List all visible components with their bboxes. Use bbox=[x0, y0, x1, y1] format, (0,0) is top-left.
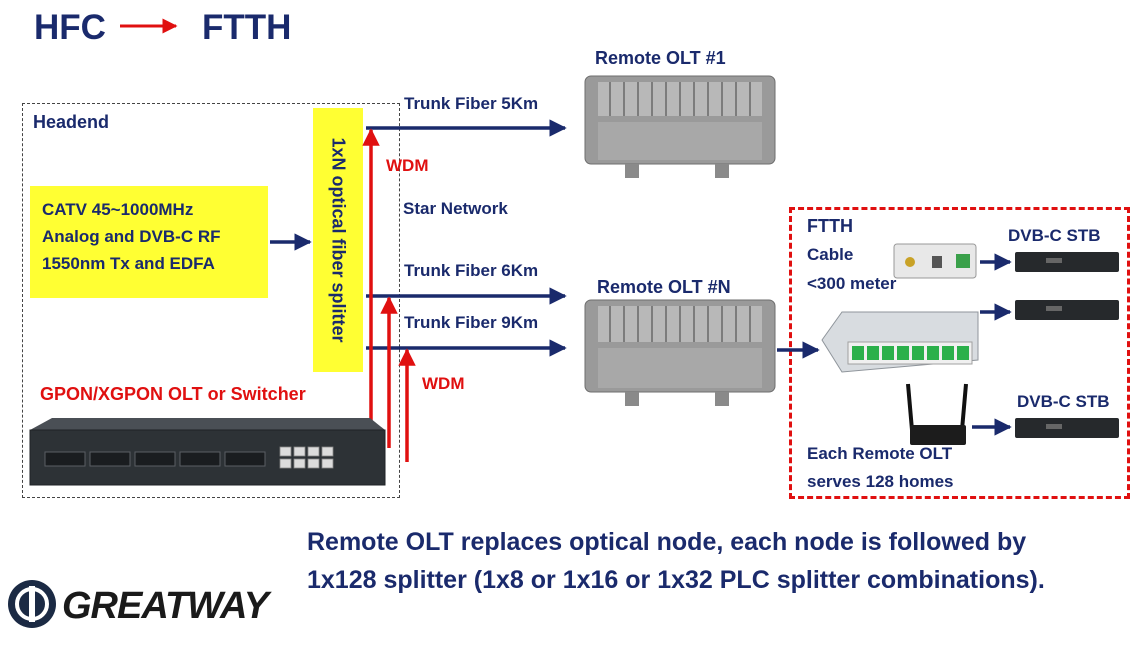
optical-splitter-box bbox=[313, 108, 363, 372]
stb-device-2-image bbox=[1015, 300, 1119, 320]
title-hfc: HFC bbox=[34, 8, 106, 47]
greatway-logo-text: GREATWAY bbox=[62, 585, 269, 627]
router-image bbox=[906, 383, 968, 445]
stb-device-1-image bbox=[1015, 252, 1119, 272]
star-network-label: Star Network bbox=[403, 199, 508, 218]
trunk-2-label: Trunk Fiber 6Km bbox=[404, 261, 539, 280]
wdm-top-label: WDM bbox=[386, 156, 429, 175]
gpon-olt-device-image bbox=[29, 418, 386, 486]
footer-line-1: Remote OLT replaces optical node, each n… bbox=[307, 528, 1027, 556]
media-converter-image bbox=[893, 243, 977, 279]
ftth-note-line-1: Each Remote OLT bbox=[807, 444, 953, 463]
catv-line-2: Analog and DVB-C RF bbox=[42, 227, 221, 246]
catv-source-box: CATV 45~1000MHz Analog and DVB-C RF 1550… bbox=[30, 186, 268, 298]
remote-olt-n-image bbox=[584, 299, 776, 406]
stb-top-label: DVB-C STB bbox=[1008, 226, 1101, 245]
olt-label: GPON/XGPON OLT or Switcher bbox=[40, 384, 306, 404]
trunk-3-label: Trunk Fiber 9Km bbox=[404, 313, 539, 332]
wdm-bottom-label: WDM bbox=[422, 374, 465, 393]
title-ftth: FTTH bbox=[202, 8, 292, 47]
stb-bottom-label: DVB-C STB bbox=[1017, 392, 1110, 411]
ftth-note-line-2: serves 128 homes bbox=[807, 472, 954, 491]
footer-caption: Remote OLT replaces optical node, each n… bbox=[307, 523, 1045, 599]
ftth-region bbox=[789, 207, 1130, 499]
catv-line-3: 1550nm Tx and EDFA bbox=[42, 254, 215, 273]
ftth-cable-line-2: <300 meter bbox=[807, 274, 897, 293]
remote-olt-1-label: Remote OLT #1 bbox=[595, 48, 726, 68]
footer-line-2: 1x128 splitter (1x8 or 1x16 or 1x32 PLC … bbox=[307, 566, 1045, 594]
headend-label: Headend bbox=[33, 112, 110, 132]
greatway-logo-emblem bbox=[8, 580, 56, 628]
stb-device-3-image bbox=[1015, 418, 1119, 438]
trunk-1-label: Trunk Fiber 5Km bbox=[404, 94, 539, 113]
remote-olt-n-label: Remote OLT #N bbox=[597, 277, 731, 297]
headend-region bbox=[22, 103, 400, 498]
catv-line-1: CATV 45~1000MHz bbox=[42, 200, 194, 219]
remote-olt-1-image bbox=[584, 75, 776, 178]
plc-splitter-image bbox=[821, 311, 979, 373]
ftth-title: FTTH bbox=[807, 216, 853, 236]
ftth-cable-line-1: Cable bbox=[807, 245, 854, 264]
